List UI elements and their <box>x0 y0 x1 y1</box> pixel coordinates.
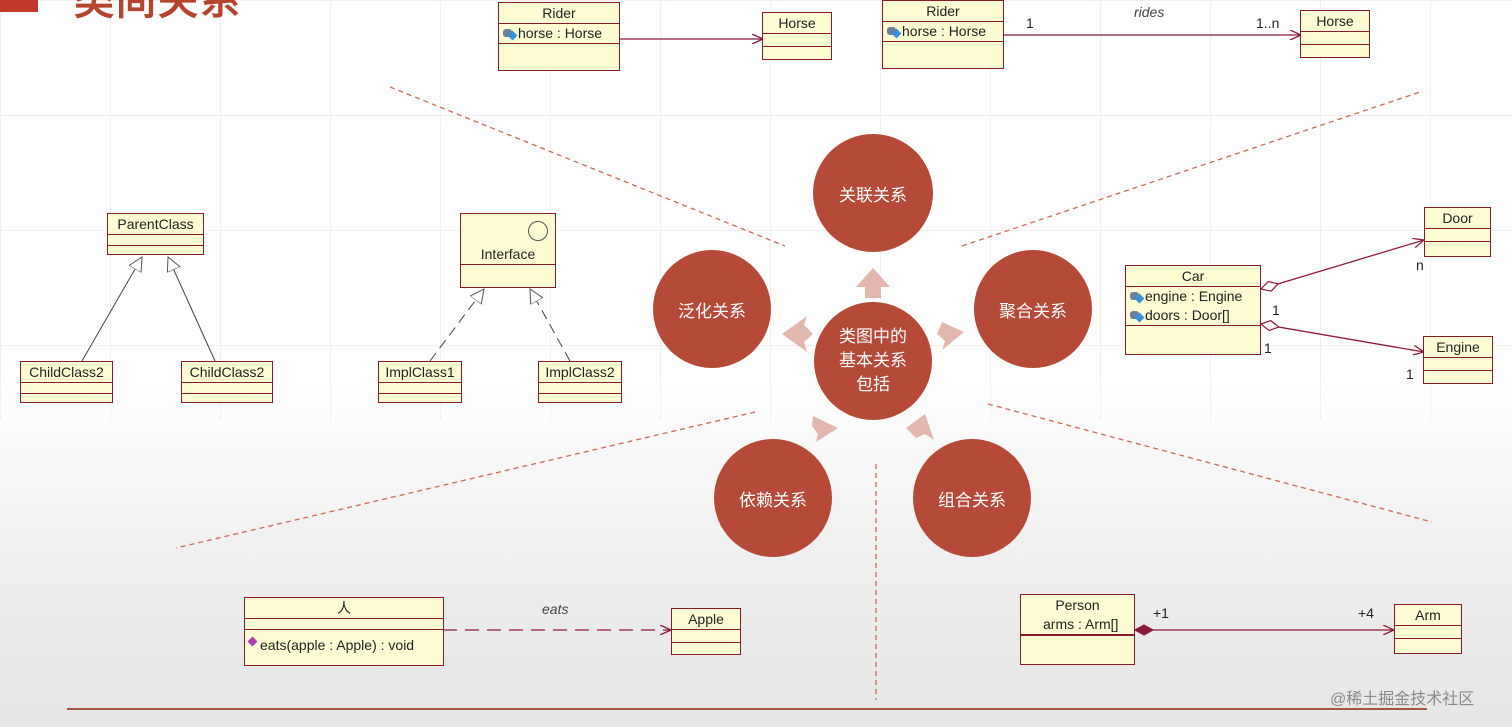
class-name: Door <box>1425 208 1490 229</box>
class-name: Interface <box>461 244 555 265</box>
multiplicity-door: n <box>1416 257 1424 273</box>
slide-title: 类间关系 <box>74 0 242 24</box>
class-name: Apple <box>672 609 740 630</box>
class-car: Car engine : Engine doors : Door[] <box>1125 265 1261 355</box>
role-label-eats: eats <box>542 601 569 617</box>
class-name: ParentClass <box>108 214 203 235</box>
circle-aggregation: 聚合关系 <box>974 250 1092 368</box>
circle-dependency: 依赖关系 <box>714 439 832 557</box>
class-name: 人 <box>245 598 443 619</box>
multiplicity-car-door: 1 <box>1272 302 1280 318</box>
attribute-section: horse : Horse <box>499 24 619 44</box>
class-arm: Arm <box>1394 604 1462 654</box>
attribute-icon <box>503 28 518 40</box>
multiplicity-car-engine: 1 <box>1264 340 1272 356</box>
class-impl-right: ImplClass2 <box>538 361 622 403</box>
operation: eats(apple : Apple) : void <box>245 630 443 660</box>
attribute-icon <box>1130 291 1145 303</box>
class-name: ChildClass2 <box>182 362 272 383</box>
class-apple: Apple <box>671 608 741 655</box>
class-rider-labeled: Rider horse : Horse <box>882 0 1004 69</box>
multiplicity-target: 1..n <box>1256 15 1280 31</box>
circle-generalization: 泛化关系 <box>653 250 771 368</box>
class-child-right: ChildClass2 <box>181 361 273 403</box>
class-name: ImplClass2 <box>539 362 621 383</box>
class-person: Person arms : Arm[] <box>1020 594 1135 665</box>
class-impl-left: ImplClass1 <box>378 361 462 403</box>
center-line-1: 类图中的 <box>839 327 907 347</box>
class-person-cn: 人 eats(apple : Apple) : void <box>244 597 444 666</box>
circle-composition: 组合关系 <box>913 439 1031 557</box>
class-name: Rider <box>499 3 619 24</box>
attribute-icon <box>887 26 902 38</box>
multiplicity-engine: 1 <box>1406 366 1414 382</box>
attribute-icon <box>1130 310 1145 322</box>
interface-box: Interface <box>460 213 556 288</box>
class-name: Horse <box>1301 11 1369 32</box>
attribute: doors : Door[] <box>1126 306 1260 325</box>
class-engine: Engine <box>1423 336 1493 384</box>
class-door: Door <box>1424 207 1491 257</box>
bottom-rule <box>67 708 1427 710</box>
center-line-3: 包括 <box>856 375 890 395</box>
class-parent: ParentClass <box>107 213 204 255</box>
class-name: Arm <box>1395 605 1461 626</box>
attribute: engine : Engine <box>1126 287 1260 306</box>
multiplicity-target: +4 <box>1358 605 1374 621</box>
class-name: Person <box>1055 597 1100 613</box>
attribute: arms : Arm[] <box>1043 616 1119 632</box>
interface-circle-icon <box>528 221 548 241</box>
operation-icon <box>247 636 258 646</box>
multiplicity-source: 1 <box>1026 15 1034 31</box>
class-horse-simple: Horse <box>762 12 832 60</box>
operation-section <box>499 44 619 56</box>
center-line-2: 基本关系 <box>839 351 907 371</box>
class-child-left: ChildClass2 <box>20 361 113 403</box>
class-name: Rider <box>883 1 1003 22</box>
class-name: Horse <box>763 13 831 34</box>
attribute: horse : Horse <box>499 24 619 43</box>
class-name: ChildClass2 <box>21 362 112 383</box>
multiplicity-source: +1 <box>1153 605 1169 621</box>
class-name: Engine <box>1424 337 1492 358</box>
role-label-rides: rides <box>1134 4 1165 20</box>
class-name: ImplClass1 <box>379 362 461 383</box>
class-name: Car <box>1126 266 1260 287</box>
direction-arrows <box>782 268 964 442</box>
circle-association: 关联关系 <box>813 134 933 252</box>
class-rider-simple: Rider horse : Horse <box>498 2 620 71</box>
watermark: @稀土掘金技术社区 <box>1330 691 1475 708</box>
section-dividers <box>175 86 1433 700</box>
center-circle: 类图中的 基本关系 包括 <box>814 302 932 420</box>
title-accent-bar <box>0 0 38 12</box>
attribute: horse : Horse <box>883 22 1003 41</box>
class-horse-labeled: Horse <box>1300 10 1370 58</box>
